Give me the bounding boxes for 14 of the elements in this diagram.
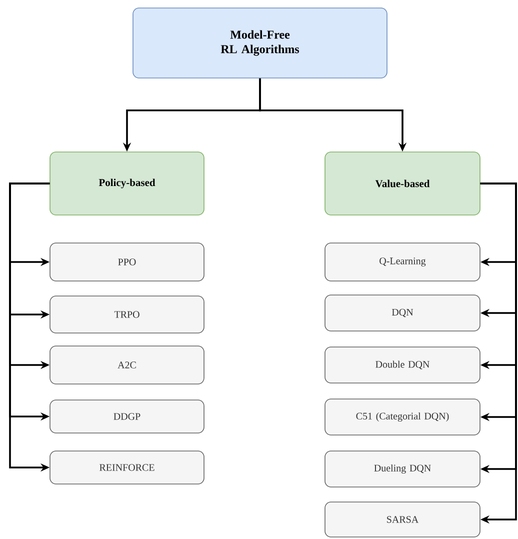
algorithm-box: Double DQN: [324, 346, 480, 384]
algorithm-box: C51 (Categorial DQN): [324, 398, 480, 436]
algorithm-box: PPO: [50, 242, 204, 282]
title-box: Model-Free RL Algorithms: [132, 8, 388, 78]
algorithm-box: Dueling DQN: [324, 450, 480, 488]
algorithm-box: DQN: [324, 294, 480, 332]
category-box: Value-based: [324, 152, 480, 216]
category-box: Policy-based: [50, 152, 204, 216]
algorithm-box: SARSA: [324, 502, 480, 538]
algorithm-box: DDGP: [50, 400, 204, 434]
algorithm-box: Q-Learning: [324, 242, 480, 282]
algorithm-box: A2C: [50, 346, 204, 384]
algorithm-box: REINFORCE: [50, 450, 204, 484]
algorithm-box: TRPO: [50, 296, 204, 334]
